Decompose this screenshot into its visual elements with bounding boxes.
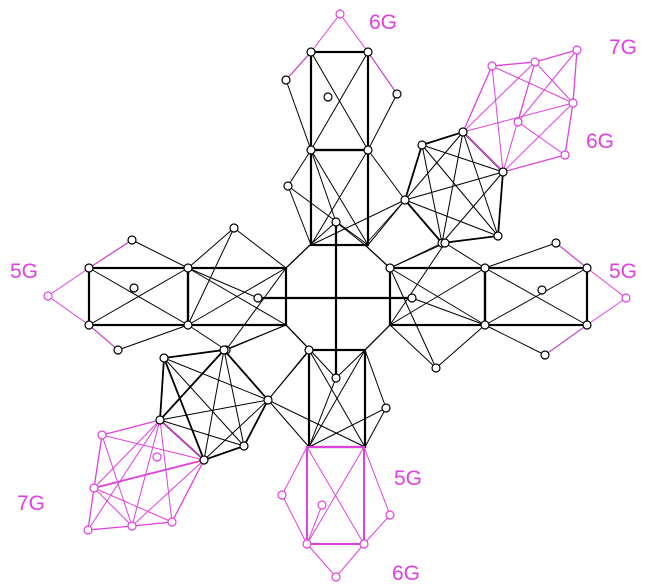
highlight-node	[560, 150, 570, 160]
octagon-octahedron-links	[223, 199, 443, 401]
lattice-node	[323, 92, 333, 102]
right-outer-cell	[483, 242, 589, 356]
highlight-node	[568, 98, 578, 108]
highlight-node	[152, 452, 162, 462]
highlight-node	[43, 291, 53, 301]
lattice-node	[263, 395, 273, 405]
lattice-node	[219, 345, 229, 355]
lattice-node	[283, 181, 293, 191]
lattice-node	[183, 263, 193, 273]
lattice-node	[582, 263, 592, 273]
lattice-node	[392, 89, 402, 99]
lattice-node	[127, 235, 137, 245]
highlight-node	[487, 61, 497, 71]
lattice-node	[155, 415, 165, 425]
lattice-node	[551, 238, 561, 248]
lattice-node	[159, 353, 169, 363]
lattice-node	[431, 363, 441, 373]
label-topright-7g: 7G	[609, 36, 637, 59]
right-cube	[388, 242, 487, 369]
label-bottom-6g: 6G	[392, 562, 420, 585]
highlight-node	[572, 45, 582, 55]
lattice-node	[385, 263, 395, 273]
highlight-nodes	[43, 9, 631, 582]
highlight-node	[127, 521, 137, 531]
highlight-node	[89, 483, 99, 493]
bottom-cube	[267, 348, 387, 449]
highlight-node	[167, 517, 177, 527]
bottom-5g-6g-cell	[281, 446, 391, 578]
lattice-node	[331, 373, 341, 383]
left-5g-cell	[47, 239, 133, 351]
highlight-node	[513, 117, 523, 127]
lattice-node	[306, 47, 316, 57]
lattice-node	[363, 145, 373, 155]
top-6g-cell	[285, 13, 398, 95]
lattice-node	[363, 47, 373, 57]
highlight-node	[302, 539, 312, 549]
top-upper-cell	[285, 50, 398, 152]
left-cube	[186, 227, 288, 351]
highlight-node	[317, 500, 327, 510]
lattice-node	[199, 455, 209, 465]
lattice-node	[84, 263, 94, 273]
lattice-node	[281, 75, 291, 85]
lattice-node	[540, 350, 550, 360]
top-cube	[287, 148, 406, 247]
lattice-node	[381, 403, 391, 413]
highlight-node	[277, 490, 287, 500]
lattice-node	[458, 127, 468, 137]
highlight-node	[621, 293, 631, 303]
lattice-node	[129, 283, 139, 293]
lattice-node	[400, 195, 410, 205]
upper-right-7g-6g-cell	[462, 49, 578, 173]
lattice-node	[113, 345, 123, 355]
lattice-node	[183, 320, 193, 330]
lattice-node	[306, 145, 316, 155]
lattice-node	[407, 293, 417, 303]
highlight-node	[83, 525, 93, 535]
lattice-node	[229, 223, 239, 233]
label-left-5g: 5G	[10, 260, 38, 283]
lattice-node	[537, 285, 547, 295]
lattice-node	[582, 320, 592, 330]
lattice-node	[331, 217, 341, 227]
highlight-node	[359, 539, 369, 549]
lattice-node	[498, 167, 508, 177]
highlight-node	[97, 430, 107, 440]
lattice-node	[417, 140, 427, 150]
label-bottomleft-7g: 7G	[17, 492, 45, 515]
lower-left-7g-cell	[87, 419, 205, 531]
lattice-node	[304, 345, 314, 355]
label-right-5g: 5G	[609, 260, 637, 283]
lattice-node	[440, 238, 450, 248]
right-5g-cell	[544, 242, 627, 356]
left-outer-cell	[87, 239, 190, 351]
label-bottom-5g: 5G	[394, 467, 422, 490]
highlight-node	[331, 572, 341, 582]
highlight-node	[530, 57, 540, 67]
lattice-node	[493, 231, 503, 241]
lattice-node	[84, 320, 94, 330]
lattice-node	[239, 441, 249, 451]
lattice-node	[480, 320, 490, 330]
lattice-node	[253, 293, 263, 303]
label-top-6g: 6G	[369, 11, 397, 34]
lattice-node	[480, 263, 490, 273]
label-topright-6g: 6G	[586, 130, 614, 153]
highlight-node	[385, 510, 395, 520]
lattice-nodes	[84, 47, 592, 465]
lower-left-octahedron	[159, 349, 270, 462]
highlight-node	[335, 9, 345, 19]
